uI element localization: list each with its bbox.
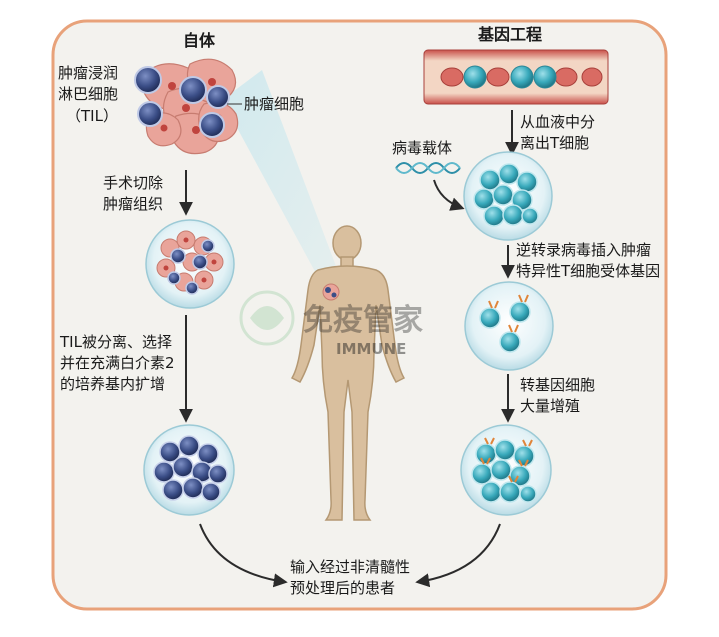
dish-transduced-cells [464, 281, 554, 371]
blood-vessel [423, 49, 609, 105]
tumor-cell-label: 肿瘤细胞 [244, 95, 304, 113]
left-step2-label: TIL被分离、选择 并在充满白介素2 的培养基内扩增 [59, 333, 179, 393]
dish-tumor-fragment [145, 219, 235, 309]
bottom-label: 输入经过非清髓性 预处理后的患者 [290, 558, 415, 597]
watermark-logo [239, 290, 295, 346]
dish-expanded-til [143, 424, 235, 516]
right-step1-label: 从血液中分 离出T细胞 [520, 113, 600, 152]
left-step1-label: 手术切除 肿瘤组织 [103, 174, 168, 213]
left-title: 自体 [183, 31, 216, 50]
right-step3-label: 转基因细胞 大量增殖 [520, 376, 600, 415]
virus-vector-label: 病毒载体 [392, 139, 452, 157]
dish-t-cells [463, 151, 553, 241]
watermark-sub: IMMUNE [336, 340, 406, 358]
arrow-bottom-right [415, 523, 501, 588]
til-label: 肿瘤浸润 淋巴细胞 （TIL） [58, 64, 123, 125]
tumor-cluster [134, 58, 239, 155]
arrow-bottom-left [199, 523, 288, 588]
watermark-text: 免疫管家 [303, 303, 423, 338]
arrow-virus [433, 179, 465, 211]
right-step2-label: 逆转录病毒插入肿瘤 特异性T细胞受体基因 [516, 241, 660, 280]
body-tumor-site [322, 283, 340, 301]
tumor-origin-beam [222, 70, 345, 290]
right-title: 基因工程 [477, 25, 542, 44]
viral-vector-icon [395, 162, 461, 174]
dish-expanded-transgenic [460, 424, 552, 516]
human-body [290, 225, 406, 521]
